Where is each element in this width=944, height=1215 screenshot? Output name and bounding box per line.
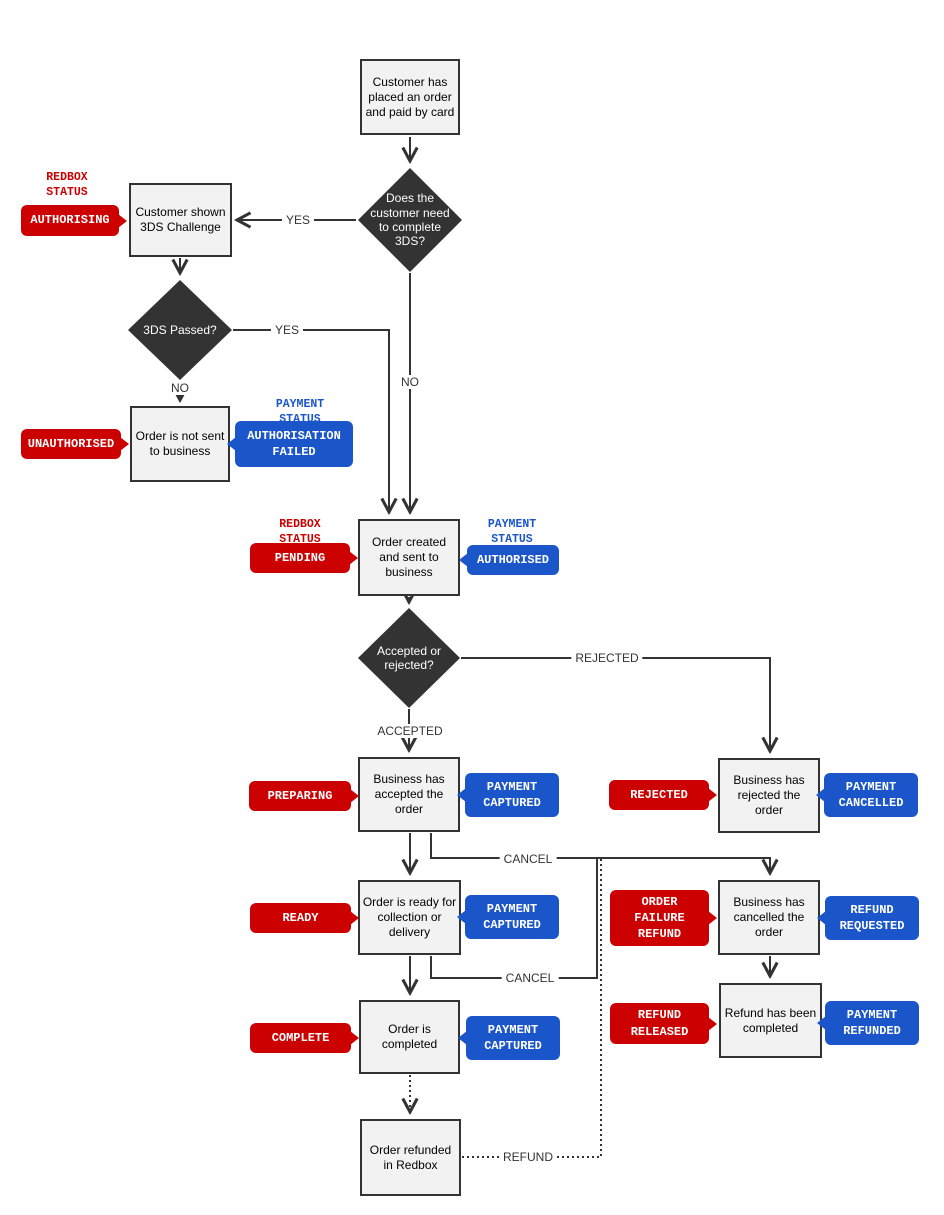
node-business-rejected: Business has rejected the order — [718, 758, 820, 833]
status-badge-order-failure-refund: ORDER FAILURE REFUND — [610, 890, 717, 946]
badge-pointer — [817, 911, 826, 925]
badge-label: REJECTED — [630, 787, 688, 802]
badge-label: UNAUTHORISED — [27, 436, 115, 451]
edge-label-yes: YES — [270, 323, 304, 337]
status-badge-pending: PENDING — [250, 543, 358, 573]
status-badge-unauthorised: UNAUTHORISED — [21, 429, 129, 459]
node-order-refunded-redbox: Order refunded in Redbox — [360, 1119, 461, 1196]
node-business-accepted: Business has accepted the order — [358, 757, 460, 832]
status-badge-payment-captured: PAYMENT CAPTURED — [458, 1016, 560, 1060]
edge-label-accepted: ACCEPTED — [373, 724, 447, 738]
badge-label: REFUND REQUESTED — [839, 902, 905, 933]
badge-label: AUTHORISED — [476, 552, 549, 567]
badge-pointer — [349, 551, 358, 565]
edge-cancel-from-accepted — [430, 833, 770, 873]
node-order-completed: Order is completed — [359, 1000, 460, 1074]
edge-label-rejected: REJECTED — [571, 651, 643, 665]
status-badge-authorising: AUTHORISING — [21, 205, 127, 236]
badge-label: PAYMENT CAPTURED — [484, 1022, 542, 1053]
status-badge-payment-captured: PAYMENT CAPTURED — [457, 895, 559, 939]
status-badge-authorised: AUTHORISED — [459, 545, 559, 575]
edge-rejected-branch — [461, 657, 770, 751]
payment-status-header: PAYMENT STATUS — [487, 518, 537, 546]
badge-pointer — [457, 910, 466, 924]
badge-label: ORDER FAILURE REFUND — [634, 894, 685, 942]
badge-label: COMPLETE — [271, 1030, 330, 1045]
badge-pointer — [227, 437, 236, 451]
badge-pointer — [350, 911, 359, 925]
status-badge-refund-requested: REFUND REQUESTED — [817, 896, 919, 940]
status-badge-payment-cancelled: PAYMENT CANCELLED — [816, 773, 918, 817]
badge-pointer — [708, 788, 717, 802]
badge-label: PAYMENT REFUNDED — [843, 1007, 901, 1038]
redbox-status-header: REDBOX STATUS — [279, 518, 321, 546]
decision-need-3ds: Does the customer need to complete 3DS? — [358, 168, 462, 272]
edge-label-cancel: CANCEL — [499, 852, 557, 866]
status-badge-rejected: REJECTED — [609, 780, 717, 810]
node-order-ready: Order is ready for collection or deliver… — [358, 880, 461, 955]
edge-label-no: NO — [167, 381, 193, 395]
status-badge-payment-refunded: PAYMENT REFUNDED — [817, 1001, 919, 1045]
badge-pointer — [459, 553, 468, 567]
badge-label: PAYMENT CANCELLED — [838, 779, 904, 810]
node-refund-completed: Refund has been completed — [719, 983, 822, 1058]
edge-label-no: NO — [397, 375, 423, 389]
status-badge-authorisation-failed: AUTHORISATION FAILED — [227, 421, 353, 467]
badge-pointer — [816, 788, 825, 802]
badge-label: AUTHORISATION FAILED — [247, 428, 341, 459]
edge-label-yes: YES — [281, 213, 315, 227]
node-order-not-sent: Order is not sent to business — [130, 406, 230, 482]
badge-pointer — [120, 437, 129, 451]
redbox-status-header: REDBOX STATUS — [46, 171, 88, 199]
edge-label-refund: REFUND — [499, 1150, 557, 1164]
badge-pointer — [458, 1031, 467, 1045]
node-order-created: Order created and sent to business — [358, 519, 460, 596]
edge-label-cancel: CANCEL — [501, 971, 559, 985]
badge-label: PENDING — [274, 550, 326, 565]
badge-pointer — [118, 213, 127, 228]
badge-pointer — [350, 789, 359, 803]
node-3ds-challenge: Customer shown 3DS Challenge — [129, 183, 232, 257]
badge-pointer — [457, 788, 466, 802]
node-business-cancelled: Business has cancelled the order — [718, 880, 820, 955]
status-badge-preparing: PREPARING — [249, 781, 359, 811]
badge-label: PAYMENT CAPTURED — [483, 779, 541, 810]
badge-pointer — [350, 1031, 359, 1045]
badge-label: PAYMENT CAPTURED — [483, 901, 541, 932]
node-order-placed: Customer has placed an order and paid by… — [360, 59, 460, 135]
badge-pointer — [817, 1016, 826, 1030]
badge-pointer — [708, 1016, 717, 1031]
status-badge-payment-captured: PAYMENT CAPTURED — [457, 773, 559, 817]
status-badge-ready: READY — [250, 903, 359, 933]
status-badge-refund-released: REFUND RELEASED — [610, 1003, 717, 1044]
badge-label: READY — [282, 910, 319, 925]
badge-label: REFUND RELEASED — [630, 1008, 689, 1039]
badge-label: PREPARING — [267, 788, 333, 803]
status-badge-complete: COMPLETE — [250, 1023, 359, 1053]
badge-pointer — [708, 911, 717, 925]
badge-label: AUTHORISING — [30, 213, 110, 228]
